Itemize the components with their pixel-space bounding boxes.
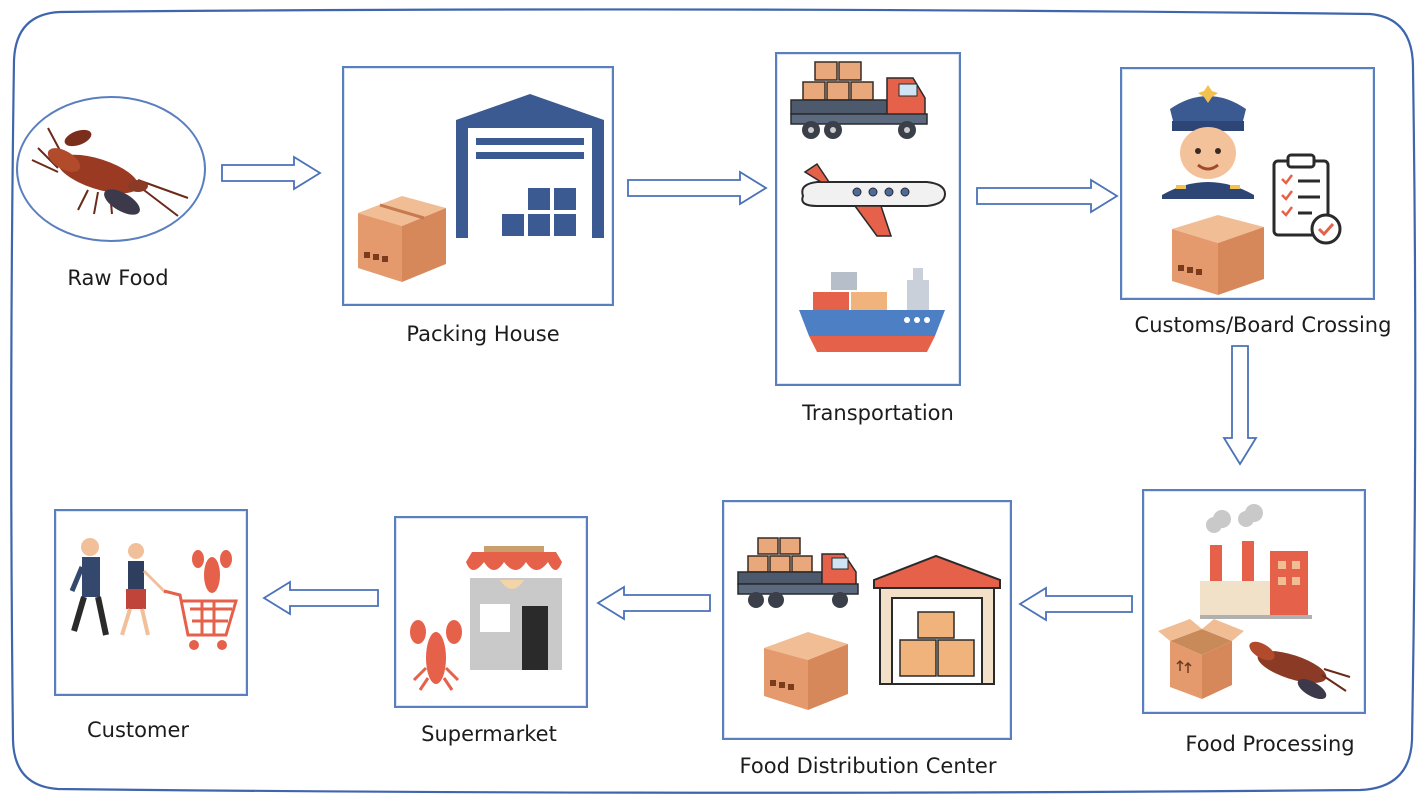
store-icon [466,546,562,670]
customer-label: Customer [86,718,190,742]
transportation-label: Transportation [802,401,954,425]
customs-label: Customs/Board Crossing [1134,313,1392,337]
cart-wheel [189,640,199,650]
box-icon [358,196,446,282]
shopper-man-icon [69,538,109,636]
cargo-ship-icon [799,268,945,352]
customer-stage [54,509,248,696]
lobster-icon [192,550,232,593]
truck-icon [737,537,859,608]
storage-warehouse-icon [873,554,1001,685]
lobster-icon [31,127,189,217]
flow-arrow-right [627,170,768,206]
food-processing-stage [1142,489,1366,714]
transportation-stage [775,52,961,386]
packing-house-label: Packing House [406,322,560,346]
flow-arrow-down [1222,345,1258,466]
clipboard-checklist-icon [1272,153,1342,245]
distribution-stage [722,500,1012,740]
flow-arrow-left [262,580,379,616]
customs-stage [1120,67,1375,300]
lobster-icon [410,620,462,691]
flow-arrow-left [596,585,711,621]
flow-arrow-right [976,178,1119,214]
warehouse-icon [358,94,604,282]
flow-arrow-right [221,155,322,191]
cart-wheel [217,640,227,650]
distribution-label: Food Distribution Center [739,754,997,778]
supermarket-stage [394,516,588,708]
customs-officer-icon [1162,85,1254,199]
packing-house-stage [342,66,614,306]
food-processing-label: Food Processing [1185,732,1355,756]
box-icon [764,632,848,710]
truck-icon [790,61,928,139]
shopping-cart-icon [163,589,239,637]
supermarket-label: Supermarket [421,722,557,746]
lobster-icon [1249,641,1351,700]
shopper-woman-icon [120,543,168,636]
box-icon [1172,215,1264,295]
raw-food-label: Raw Food [67,266,169,290]
raw-food-stage [16,96,206,242]
factory-icon [1200,504,1312,619]
open-box-icon [1158,619,1244,699]
flow-arrow-left [1018,586,1133,622]
airplane-icon [801,162,947,237]
